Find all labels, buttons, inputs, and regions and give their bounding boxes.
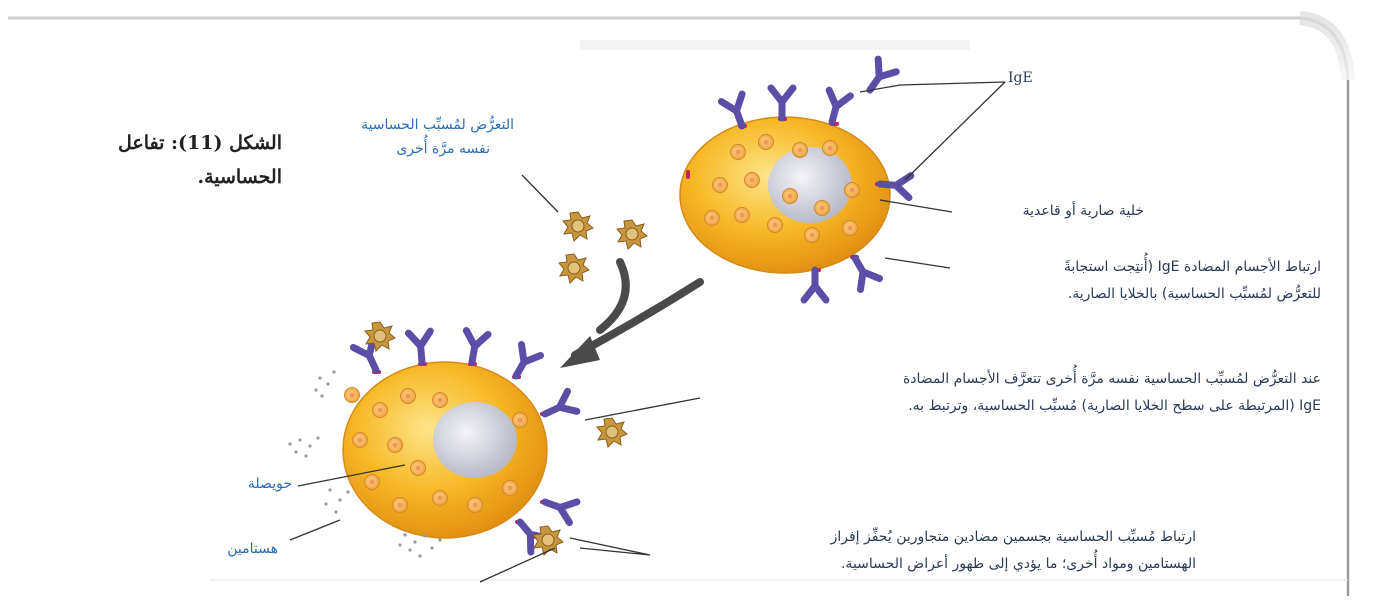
nucleus-bottom (433, 402, 517, 478)
allergen-exposure-label: التعرُّض لمُسبِّب الحساسية نفسه مرَّة أُ… (361, 113, 514, 161)
ige-binding-line-2: للتعرُّض لمُسبِّب الحساسية) بالخلايا الص… (1064, 281, 1321, 308)
allergen-exposure-line-1: التعرُّض لمُسبِّب الحساسية (361, 113, 514, 137)
histamine-label: هستامين (227, 541, 278, 557)
release-line-2: الهستامين ومواد أُخرى؛ ما يؤدي إلى ظهور … (831, 551, 1196, 578)
mast-cell-top (680, 59, 911, 300)
recognition-line-1: عند التعرُّض لمُسبِّب الحساسية نفسه مرَّ… (903, 366, 1321, 393)
release-line-1: ارتباط مُسبِّب الحساسية بجسمين مضادين مت… (831, 524, 1196, 551)
allergen-exposure-line-2: نفسه مرَّة أُخرى (361, 137, 514, 161)
nucleus-top (768, 147, 852, 223)
caption-line-2: الحساسية. (62, 160, 282, 194)
recognition-line-2: IgE (المرتبطة على سطح الخلايا الصارية) م… (903, 393, 1321, 420)
histamine-release-label: ارتباط مُسبِّب الحساسية بجسمين مضادين مت… (831, 524, 1196, 578)
ige-label: IgE (1008, 70, 1033, 86)
ige-binding-line-1: ارتباط الأجسام المضادة IgE (أُنتِجت استج… (1064, 254, 1321, 281)
ige-binding-label: ارتباط الأجسام المضادة IgE (أُنتِجت استج… (1064, 254, 1321, 308)
recognition-label: عند التعرُّض لمُسبِّب الحساسية نفسه مرَّ… (903, 366, 1321, 420)
caption-line-1: الشكل (11): تفاعل (62, 126, 282, 160)
mast-cell-label: خلية صارية أو قاعدية (1023, 198, 1144, 225)
figure-caption: الشكل (11): تفاعل الحساسية. (62, 126, 282, 194)
free-allergens (559, 212, 647, 283)
vesicle-label: حويصلة (248, 476, 292, 492)
